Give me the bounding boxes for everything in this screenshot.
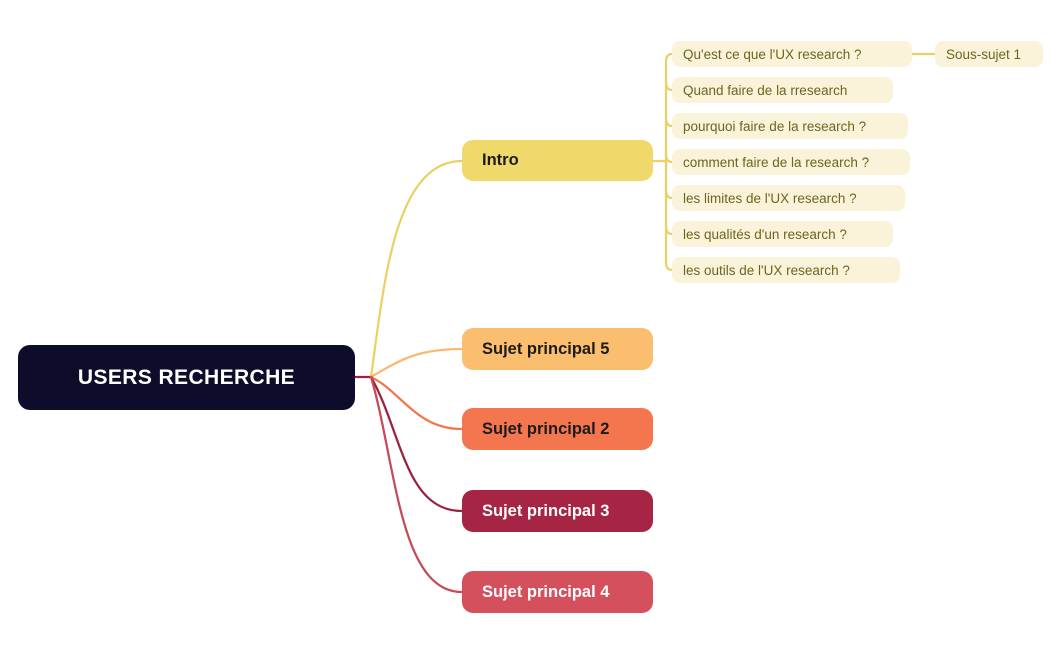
topic-node-label: Sujet principal 2 [482, 419, 610, 438]
child-node-label: les qualités d'un research ? [683, 226, 847, 242]
topic-node-sujet-principal-3[interactable]: Sujet principal 3 [462, 490, 653, 532]
root-node[interactable]: USERS RECHERCHE [18, 345, 355, 410]
branch-line-sujet2 [369, 375, 464, 431]
child-node-pourquoi-faire-de-la-research[interactable]: pourquoi faire de la research ? [672, 113, 908, 139]
topic-node-intro[interactable]: Intro [462, 140, 653, 181]
topic-node-sujet-principal-4[interactable]: Sujet principal 4 [462, 571, 653, 613]
child-node-comment-faire-de-la-research[interactable]: comment faire de la research ? [672, 149, 910, 175]
child-node-label: comment faire de la research ? [683, 154, 870, 170]
child-node-label: pourquoi faire de la research ? [683, 118, 867, 134]
branch-line-intro [369, 159, 464, 379]
branch-line-sujet3 [369, 375, 464, 513]
topic-node-label: Sujet principal 5 [482, 339, 610, 358]
child-node-label: Qu'est ce que l'UX research ? [683, 46, 862, 62]
root-node-label: USERS RECHERCHE [77, 365, 296, 389]
child-node-les-limites-de-lux-research[interactable]: les limites de l'UX research ? [672, 185, 905, 211]
child-node-label: les limites de l'UX research ? [683, 190, 857, 206]
child-node-label: Quand faire de la rresearch [683, 82, 848, 98]
branch-line-sujet4 [369, 375, 464, 594]
topic-node-label: Sujet principal 3 [482, 501, 610, 520]
child-node-les-qualites-dun-research[interactable]: les qualités d'un research ? [672, 221, 893, 247]
child-node-quand-faire-de-la-rresearch[interactable]: Quand faire de la rresearch [672, 77, 893, 103]
child-node-les-outils-de-lux-research[interactable]: les outils de l'UX research ? [672, 257, 900, 283]
child-node-quest-ce-que-lux-research[interactable]: Qu'est ce que l'UX research ? [672, 41, 912, 67]
sub-topic-node-label: Sous-sujet 1 [946, 46, 1022, 62]
topic-node-label: Intro [482, 151, 519, 169]
topic-node-sujet-principal-2[interactable]: Sujet principal 2 [462, 408, 653, 450]
child-node-label: les outils de l'UX research ? [683, 262, 850, 278]
topic-node-sujet-principal-5[interactable]: Sujet principal 5 [462, 328, 653, 370]
topic-node-label: Sujet principal 4 [482, 582, 610, 601]
branch-line-sujet5 [369, 347, 464, 379]
sub-topic-node-sous-sujet-1[interactable]: Sous-sujet 1 [935, 41, 1043, 67]
